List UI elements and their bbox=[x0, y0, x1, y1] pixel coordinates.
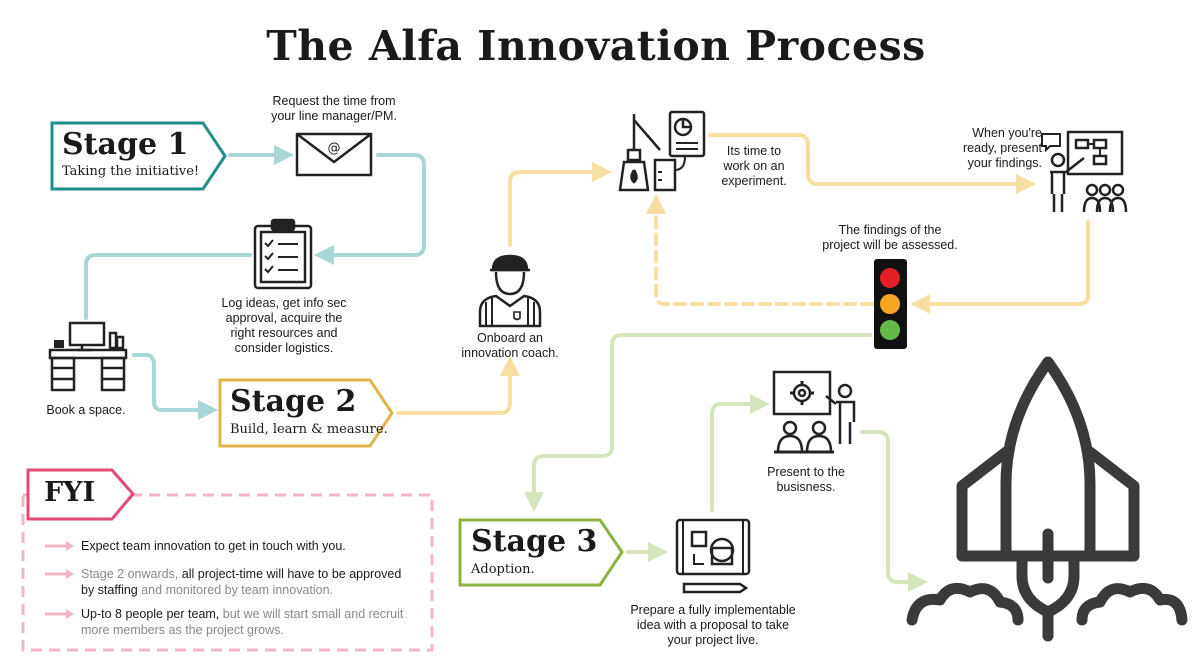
stage1-subtitle: Taking the initiative! bbox=[62, 164, 200, 179]
lab-icon bbox=[618, 110, 706, 192]
fyi-panel bbox=[21, 493, 434, 652]
clipboard-icon bbox=[253, 218, 313, 290]
desk-icon bbox=[48, 321, 128, 392]
fyi-bullets bbox=[45, 541, 74, 619]
fyi-item-3: Up-to 8 people per team, but we will sta… bbox=[81, 607, 404, 637]
stage2-connectors bbox=[396, 133, 1090, 415]
stage2-label-group: Stage 2 Build, learn & measure. bbox=[230, 384, 388, 438]
presenter-board-icon bbox=[1041, 130, 1128, 213]
stage3-connectors bbox=[524, 333, 928, 592]
fyi-item-2: Stage 2 onwards, all project-time will h… bbox=[81, 567, 402, 597]
stage3-badge bbox=[458, 518, 624, 587]
blueprint-icon bbox=[675, 518, 751, 594]
stage1-name: Stage 1 bbox=[62, 127, 189, 162]
stage1-connectors bbox=[84, 145, 426, 420]
stage3-subtitle: Adoption. bbox=[471, 562, 535, 577]
caption-book-space: Book a space. bbox=[46, 403, 126, 417]
presentation-icon bbox=[772, 370, 856, 454]
rocket-icon bbox=[906, 356, 1188, 642]
stage2-badge bbox=[218, 378, 394, 448]
stage3-name: Stage 3 bbox=[471, 524, 598, 559]
stage1-label-group: Stage 1 Taking the initiative! bbox=[62, 127, 200, 180]
traffic-light-icon bbox=[874, 259, 907, 349]
page-title: The Alfa Innovation Process bbox=[266, 22, 926, 70]
coach-icon bbox=[478, 254, 542, 328]
fyi-title: FYI bbox=[44, 477, 96, 508]
fyi-badge bbox=[26, 468, 135, 521]
stage3-label-group: Stage 3 Adoption. bbox=[471, 524, 598, 578]
stage2-subtitle: Build, learn & measure. bbox=[230, 422, 388, 437]
stage2-name: Stage 2 bbox=[230, 384, 357, 419]
svg-text:@: @ bbox=[328, 141, 341, 156]
fyi-item-1: Expect team innovation to get in touch w… bbox=[81, 539, 346, 553]
envelope-icon: @ bbox=[295, 132, 373, 177]
stage1-badge bbox=[50, 121, 227, 191]
